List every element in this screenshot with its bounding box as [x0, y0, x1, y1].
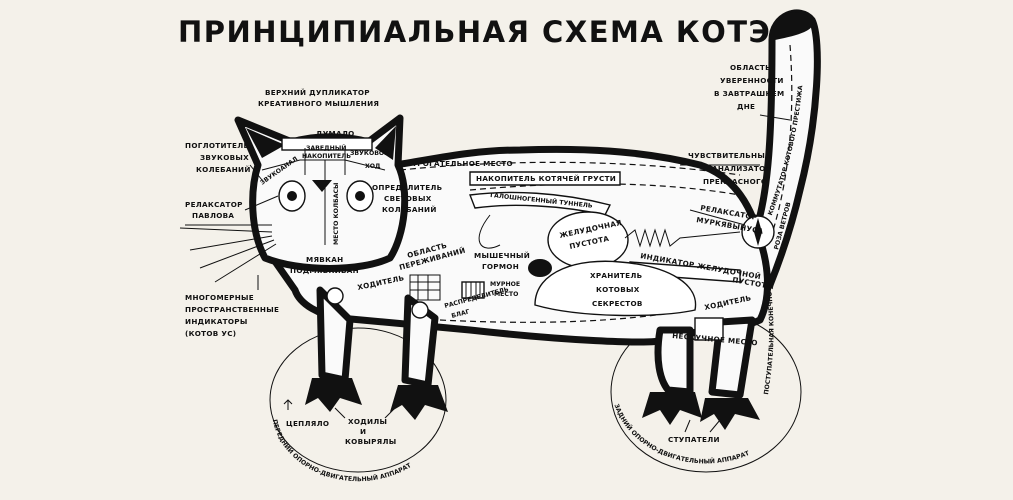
label-podmyavkivan: ПОДМЯВКИВАН — [290, 266, 359, 275]
mouse-hormone — [528, 259, 552, 277]
label-sound-2: ЗВУКОВЫХ — [200, 153, 249, 162]
right-inner-ear — [375, 126, 396, 160]
right-pupil — [355, 191, 365, 201]
wind-rose — [754, 218, 762, 246]
label-mouse-1: МЫШЕЧНЫЙ — [474, 251, 530, 260]
label-mesto-kolbasy: МЕСТО КОЛБАСЫ — [333, 183, 340, 245]
label-confidence-1: ОБЛАСТЬ — [730, 63, 771, 72]
label-sensitive-3: ПРЕКРАСНОГО — [703, 177, 767, 186]
diagram-title: ПРИНЦИПИАЛЬНАЯ СХЕМА КОТЭ — [178, 15, 771, 49]
front-apparatus-label: ПЕРЕДНИЙ ОПОРНО-ДВИГАТЕЛЬНЫЙ АППАРАТ — [271, 419, 413, 483]
label-pavlov-1: РЕЛАКСАТОР — [185, 200, 243, 209]
label-dim-2: ПРОСТРАНСТВЕННЫЕ — [185, 305, 279, 314]
label-dim-4: (КОТОВ УС) — [185, 329, 236, 338]
cat-head — [234, 114, 409, 272]
front-paw-left — [305, 378, 362, 412]
front-joint-left — [326, 287, 344, 305]
spring-mechanism — [624, 228, 741, 248]
rear-walker-box — [694, 317, 724, 341]
label-sensitive-1: ЧУВСТВИТЕЛЬНЫЙ — [688, 151, 771, 160]
label-hod: ХОД — [365, 163, 381, 170]
label-myakan: МЯВКАН — [306, 255, 343, 264]
label-light-1: ОПРЕДЕЛИТЕЛЬ — [372, 183, 442, 192]
tail-tip — [775, 12, 813, 41]
head-divider — [261, 159, 386, 171]
label-sound-1: ПОГЛОТИТЕЛЬ — [185, 141, 249, 150]
left-inner-ear — [246, 128, 285, 158]
label-secret-3: СЕКРЕСТОВ — [592, 299, 643, 308]
dumalo-organ — [281, 137, 373, 151]
label-stupateli: СТУПАТЕЛИ — [668, 435, 720, 444]
front-apparatus-ring — [269, 327, 447, 473]
label-dim-1: МНОГОМЕРНЫЕ — [185, 293, 254, 302]
back-wire — [399, 161, 741, 176]
front-joint-right — [411, 301, 429, 319]
hodily-arrows — [334, 407, 396, 419]
label-dumalo: ДУМАЛО — [316, 129, 355, 138]
label-mouse-2: ГОРМОН — [482, 262, 519, 271]
label-creative-2: КРЕАТИВНОГО МЫШЛЕНИЯ — [258, 99, 379, 108]
rear-paw-left — [642, 392, 702, 425]
front-paw-right — [390, 385, 448, 420]
label-murnoe-2: МЕСТО — [494, 291, 518, 298]
nose — [312, 180, 332, 192]
ceplyalo-arrow — [283, 399, 293, 410]
rear-paw-right — [700, 398, 760, 430]
grust-accumulator — [469, 171, 621, 186]
label-light-2: СВЕТОВЫХ — [384, 194, 432, 203]
stupateli-arrows — [684, 419, 721, 433]
label-creative-1: ВЕРХНИЙ ДУПЛИКАТОР — [265, 88, 370, 97]
label-ceplyalo: ЦЕПЛЯЛО — [286, 419, 329, 428]
label-dim-3: ИНДИКАТОРЫ — [185, 317, 248, 326]
label-grust: НАКОПИТЕЛЬ КОТЯЧЕЙ ГРУСТИ — [476, 174, 616, 183]
label-pavlov-2: ПАВЛОВА — [192, 211, 234, 220]
whiskers — [179, 227, 277, 283]
label-nakopitel: НАКОПИТЕЛЬ — [302, 153, 351, 160]
tunnel-curl — [478, 214, 501, 249]
label-sensitive-2: АНАЛИЗАТОР — [712, 164, 771, 173]
head-partitions — [304, 148, 346, 245]
label-murnoe-1: МУРНОЕ — [490, 281, 520, 288]
label-hodily-3: КОВЫРЯЛЫ — [345, 437, 397, 446]
benefit-distributor — [461, 281, 485, 299]
label-zvukovoy: ЗВУКОВОЙ — [350, 148, 389, 157]
label-light-3: КОЛЕБАНИЙ — [382, 205, 437, 214]
label-hodily-2: И — [360, 427, 366, 436]
cat-tail — [748, 9, 821, 289]
tail-wire — [769, 44, 793, 241]
rear-leg-left — [654, 326, 694, 396]
label-confidence-2: УВЕРЕННОСТИ — [720, 76, 784, 85]
label-secret-2: КОТОВЫХ — [596, 285, 640, 294]
label-trogatelnoe: ТРОГАТЕЛЬНОЕ МЕСТО — [412, 159, 513, 168]
label-confidence-4: ДНЕ — [737, 102, 755, 111]
label-raspred-2: БЛАГ — [451, 308, 471, 320]
label-secret-1: ХРАНИТЕЛЬ — [590, 271, 642, 280]
label-sound-3: КОЛЕБАНИЙ — [196, 165, 251, 174]
label-confidence-3: В ЗАВТРАШНЕМ — [714, 89, 784, 98]
label-hodily-1: ХОДИЛЫ — [348, 417, 387, 426]
label-kogdaedy: ЗАВЕДНЫЙ — [306, 143, 346, 152]
experience-grid — [409, 274, 441, 301]
left-pupil — [287, 191, 297, 201]
secrets-keeper — [534, 260, 697, 317]
leader-lines — [185, 114, 791, 290]
